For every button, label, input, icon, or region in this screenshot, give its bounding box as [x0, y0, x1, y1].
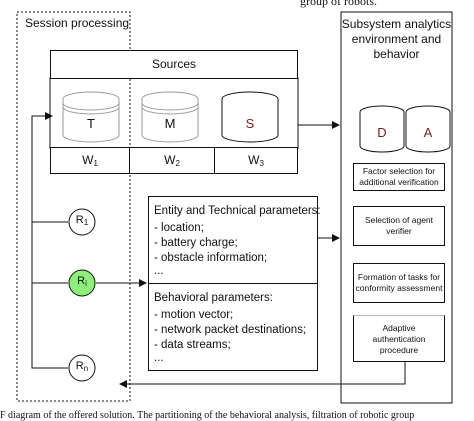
database-icon-s [221, 91, 279, 143]
entity-item: - location; [154, 222, 204, 234]
database-icon-a [405, 105, 451, 153]
w-label-2: W2 [164, 153, 180, 168]
w-cell-3: W3 [214, 147, 298, 174]
entity-item: - obstacle information; [154, 252, 268, 264]
db-letter-t: T [87, 116, 95, 131]
db-letter-a: A [423, 125, 433, 140]
w-cell-1: W1 [50, 147, 130, 174]
step-task-formation: Formation of tasks for conformity assess… [353, 263, 445, 303]
analytics-to-rn-arrow [119, 362, 406, 388]
behavioral-title: Behavioral parameters: [154, 292, 273, 304]
session-title: Session processing [25, 16, 130, 30]
sources-title: Sources [151, 57, 197, 71]
robot-label-i: Ri [77, 275, 87, 288]
db-letter-s: S [245, 116, 255, 131]
entity-item: ... [154, 265, 164, 277]
step-adaptive-auth: Adaptive authentication procedure [353, 315, 445, 362]
behavioral-item: - network packet destinations; [154, 324, 307, 336]
w-label-1: W1 [82, 153, 98, 168]
behavioral-item: - motion vector; [154, 309, 234, 321]
step-factor-selection: Factor selection for additional verifica… [353, 163, 445, 191]
behavioral-params-box: Behavioral parameters: - motion vector; … [148, 283, 318, 371]
w-cell-2: W2 [129, 147, 215, 174]
robot-circle-n [68, 354, 96, 382]
w-label-3: W3 [248, 153, 264, 168]
entity-item: - battery charge; [154, 237, 238, 249]
behavioral-item: ... [154, 352, 164, 364]
analytics-border [340, 11, 453, 404]
step-agent-verifier: Selection of agent verifier [353, 206, 445, 246]
analytics-title: Subsystem analytics environment and beha… [341, 17, 452, 61]
entity-title: Entity and Technical parameters: [154, 205, 321, 217]
robot-circle-1 [68, 208, 96, 236]
feedback-line [31, 112, 68, 369]
entity-params-box: Entity and Technical parameters: - locat… [148, 196, 321, 284]
database-icon-d [359, 105, 405, 153]
db-letter-m: M [164, 116, 176, 131]
db-letter-d: D [377, 125, 387, 140]
bottom-caption-fragment: F diagram of the offered solution. The p… [0, 410, 415, 421]
top-text-fragment: group of robots. [300, 0, 377, 8]
database-icon-t [62, 91, 120, 143]
sources-header: Sources [50, 50, 298, 79]
database-icon-m [141, 91, 199, 143]
robot-circle-i [68, 269, 96, 297]
behavioral-item: - data streams; [154, 339, 231, 351]
session-border [16, 11, 131, 402]
robot-label-n: Rn [75, 360, 89, 373]
robot-label-1: R1 [75, 214, 89, 227]
